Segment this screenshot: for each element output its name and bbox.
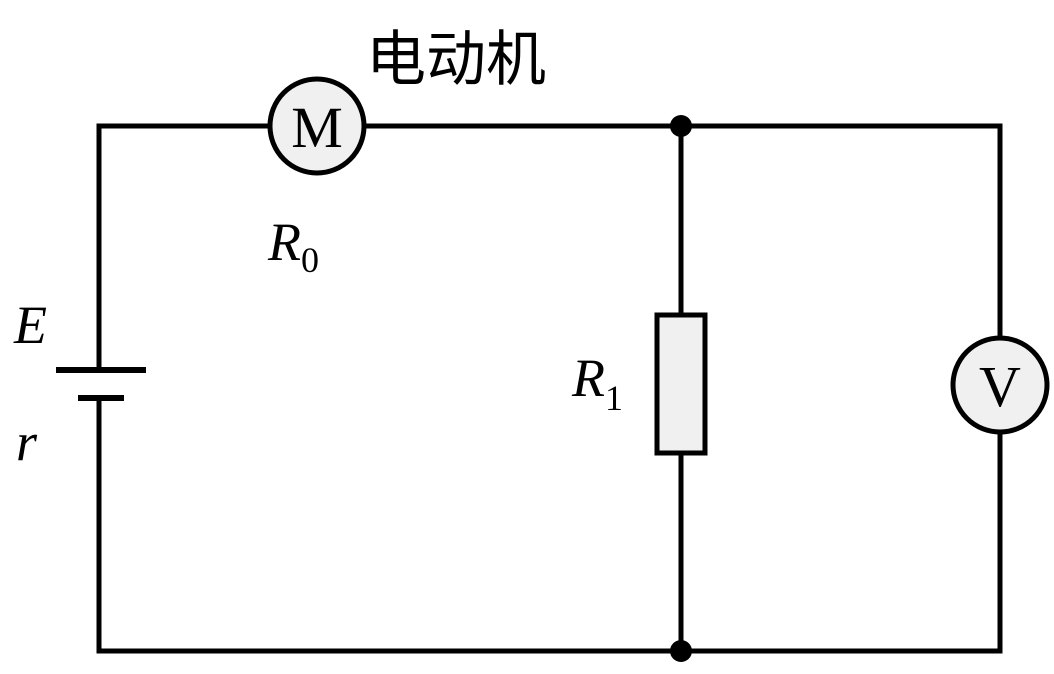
motor-resistance-letter: R — [267, 212, 301, 272]
resistor-body — [654, 312, 708, 456]
motor-symbol: M — [291, 95, 343, 160]
motor-caption: 电动机 — [366, 25, 546, 95]
motor-resistance-subscript: 0 — [301, 240, 319, 280]
battery-emf-label: E — [13, 295, 47, 355]
voltmeter-symbol: V — [979, 354, 1021, 419]
motor: M 电动机 R0 — [267, 25, 546, 280]
motor-resistance-label: R0 — [267, 212, 319, 280]
resistor-r1: R1 — [571, 312, 708, 456]
wires — [96, 123, 1003, 654]
battery-internal-resistance-label: r — [16, 412, 38, 472]
voltmeter: V — [950, 335, 1050, 435]
battery: E r — [13, 295, 146, 472]
resistor-label: R1 — [571, 348, 623, 418]
motor-circle — [267, 76, 367, 176]
resistor-letter: R — [571, 348, 605, 408]
bottom-junction — [670, 640, 692, 662]
resistor-subscript: 1 — [605, 378, 623, 418]
top-junction — [670, 115, 692, 137]
voltmeter-circle — [950, 335, 1050, 435]
